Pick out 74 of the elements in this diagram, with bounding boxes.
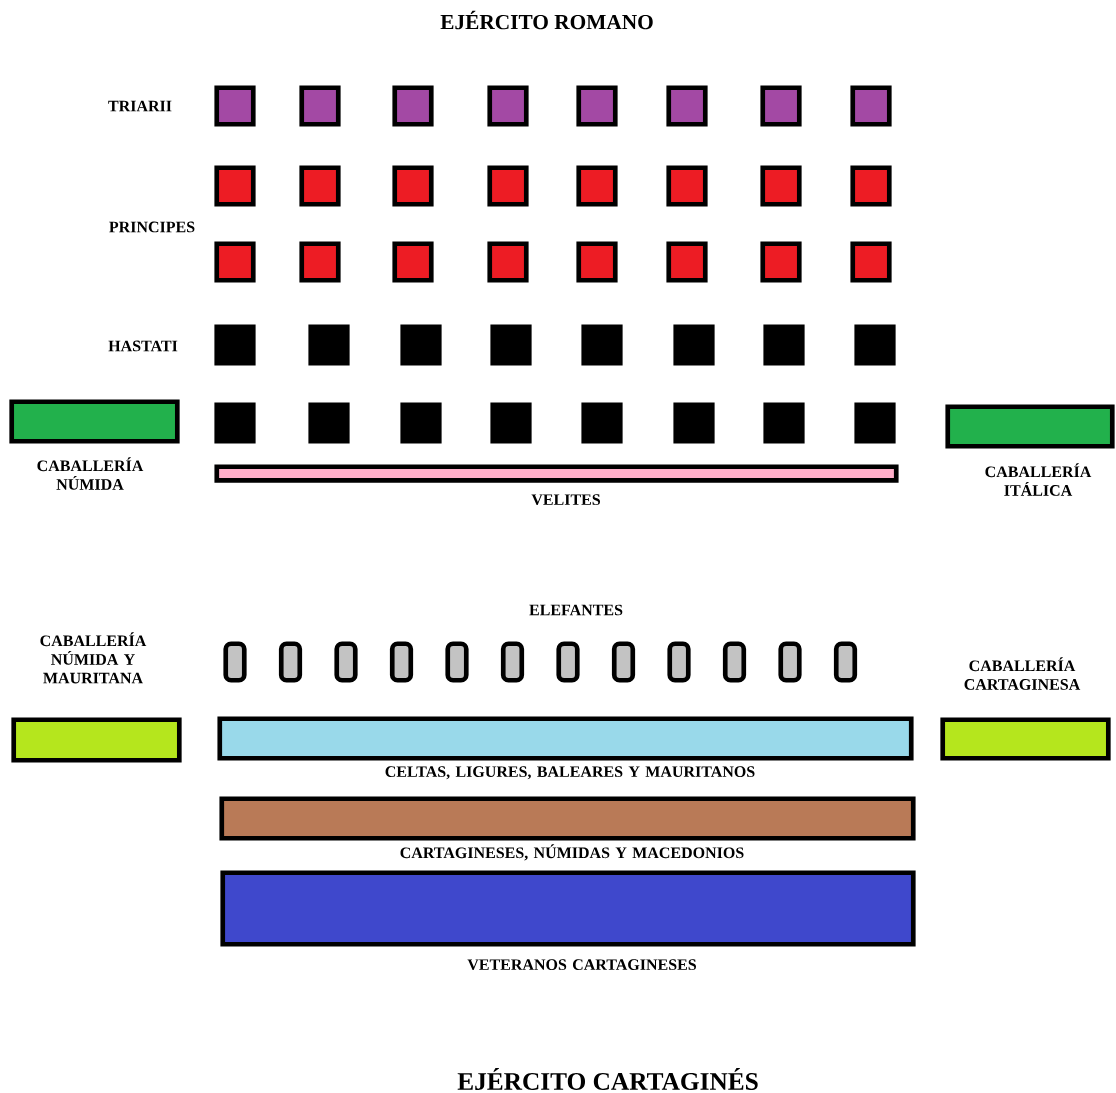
square-unit [299, 241, 341, 283]
square-unit [299, 85, 341, 127]
node-label: CABALLERÍA NÚMIDA Y MAURITANA [40, 632, 147, 684]
square-unit [576, 165, 618, 207]
elephant-unit [334, 641, 358, 683]
square-unit [760, 165, 802, 207]
elephant-unit [722, 641, 747, 683]
square-unit [214, 241, 256, 283]
square-unit [581, 324, 623, 366]
node-label: CABALLERÍA ITÁLICA [985, 463, 1092, 496]
elephant-unit [223, 641, 247, 683]
square-unit [214, 165, 256, 207]
square-unit [760, 241, 802, 283]
square-unit [490, 402, 532, 444]
elephant-unit [278, 641, 303, 683]
square-unit [673, 324, 715, 366]
elephant-unit [778, 641, 802, 683]
unit-label: ELEFANTES [529, 604, 623, 616]
square-unit [487, 85, 529, 127]
square-unit [581, 402, 623, 444]
army-title: EJÉRCITO CARTAGINÉS [457, 1068, 758, 1090]
square-unit [214, 324, 256, 366]
elephant-unit [445, 641, 469, 683]
node-label: CABALLERÍA NÚMIDA [37, 457, 144, 490]
cavalry-bar: CABALLERÍA ITÁLICA [945, 404, 1115, 496]
elephant-unit [667, 641, 691, 683]
square-unit [392, 165, 434, 207]
square-unit [576, 241, 618, 283]
square-unit [214, 402, 256, 444]
unit-label: TRIARII [108, 100, 172, 112]
square-unit [400, 402, 442, 444]
square-unit [214, 85, 256, 127]
node-label: VETERANOS CARTAGINESES [467, 959, 697, 971]
square-unit [666, 165, 708, 207]
node-label: CARTAGINESES, NÚMIDAS Y MACEDONIOS [400, 844, 744, 861]
node-label: CABALLERÍA CARTAGINESA [964, 657, 1081, 690]
cavalry-bar: CABALLERÍA CARTAGINESA [940, 657, 1111, 761]
square-unit [392, 85, 434, 127]
square-unit [760, 85, 802, 127]
square-unit [487, 165, 529, 207]
square-unit [308, 402, 350, 444]
square-unit [308, 324, 350, 366]
elephant-unit [556, 641, 580, 683]
square-unit [854, 402, 896, 444]
elephant-unit [389, 641, 414, 683]
square-unit [763, 402, 805, 444]
square-unit [299, 165, 341, 207]
unit-label: PRINCIPES [109, 221, 195, 233]
cavalry-bar: CABALLERÍA NÚMIDA Y MAURITANA [11, 632, 182, 763]
square-unit [850, 85, 892, 127]
unit-label: HASTATI [108, 340, 178, 352]
square-unit [487, 241, 529, 283]
square-unit [763, 324, 805, 366]
cavalry-bar: CABALLERÍA NÚMIDA [9, 399, 180, 490]
infantry-bar: CELTAS, LIGURES, BALEARES Y MAURITANOS [217, 716, 914, 780]
infantry-bar: CARTAGINESES, NÚMIDAS Y MACEDONIOS [219, 796, 916, 861]
square-unit [490, 324, 532, 366]
velites-bar: VELITES [214, 464, 899, 506]
square-unit [673, 402, 715, 444]
square-unit [666, 241, 708, 283]
square-unit [850, 241, 892, 283]
elephant-unit [500, 641, 525, 683]
square-unit [666, 85, 708, 127]
square-unit [850, 165, 892, 207]
square-unit [392, 241, 434, 283]
node-label: VELITES [531, 494, 601, 506]
elephant-unit [611, 641, 636, 683]
diagram-title: EJÉRCITO ROMANO [440, 10, 653, 30]
infantry-bar: VETERANOS CARTAGINESES [220, 870, 916, 971]
square-unit [854, 324, 896, 366]
node-label: CELTAS, LIGURES, BALEARES Y MAURITANOS [385, 766, 755, 780]
square-unit [576, 85, 618, 127]
elephant-unit [833, 641, 858, 683]
square-unit [400, 324, 442, 366]
